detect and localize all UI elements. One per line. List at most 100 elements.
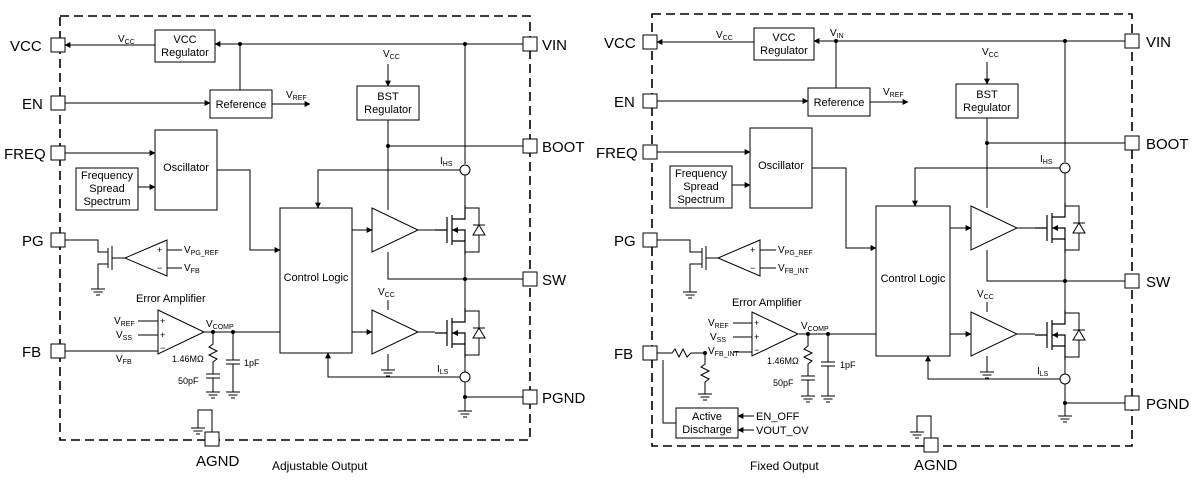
r-reference-label: Reference [814, 97, 865, 109]
pin-en-box [50, 95, 66, 111]
pin-vcc-box [50, 37, 66, 53]
r-bst-regulator-line1: BST [976, 89, 998, 101]
r-bst-regulator-line2: Regulator [963, 102, 1011, 114]
r-sig-vcc-ls-label: VCC [977, 289, 994, 301]
r-pin-freq-label: FREQ [596, 145, 638, 162]
r-pin-agnd-label: AGND [914, 457, 958, 474]
left-ic-boundary [59, 15, 531, 441]
r-sig-vin-label: VIN [830, 28, 844, 40]
en-off-label: EN_OFF [756, 411, 800, 423]
r-pin-vin-box [1124, 33, 1140, 49]
vcc-regulator-line1: VCC [173, 34, 196, 46]
r-high-side-mosfet [1034, 202, 1086, 254]
resistor-label: 1.46MΩ [172, 354, 204, 364]
error-amplifier [157, 309, 206, 355]
left-caption: Adjustable Output [272, 459, 368, 473]
pin-sw-label: SW [542, 272, 567, 289]
pin-freq-box [50, 145, 66, 161]
r-sig-vref-ea-label: VREF [708, 318, 729, 330]
pin-vin-box [522, 36, 538, 52]
r-pin-vcc-label: VCC [604, 35, 636, 52]
pin-pgnd-label: PGND [542, 390, 586, 407]
pin-en-label: EN [22, 96, 43, 113]
r-ils-sense [1059, 373, 1071, 385]
r-sig-vfb-int-label: VFB_INT [778, 263, 810, 275]
r-error-amplifier [751, 311, 800, 357]
r-pin-freq-box [642, 144, 658, 160]
freq-spread-line3: Spectrum [83, 196, 130, 208]
pin-pg-label: PG [22, 233, 44, 250]
high-side-driver [371, 207, 420, 253]
r-error-amplifier-label: Error Amplifier [732, 297, 802, 309]
sig-vref-ea-label: VREF [114, 316, 135, 328]
svg-text:−: − [160, 343, 165, 353]
r-freq-spread-line1: Frequency [675, 168, 727, 180]
control-logic-label: Control Logic [284, 272, 349, 284]
sig-ihs-label: IHS [440, 156, 453, 168]
sig-ils-label: ILS [437, 364, 449, 376]
pin-freq-label: FREQ [4, 146, 46, 163]
svg-text:+: + [754, 318, 759, 328]
sig-vss-label: VSS [116, 330, 132, 342]
r-freq-spread-block [669, 165, 733, 209]
low-side-driver [371, 309, 420, 355]
r-resistor-label: 1.46MΩ [767, 356, 799, 366]
low-side-mosfet [434, 307, 486, 359]
r-vcc-regulator-block [753, 27, 815, 61]
r-ihs-sense [1059, 162, 1071, 174]
sig-vfb-ea-label: VFB [116, 354, 132, 366]
r-pin-pgnd-box [1124, 395, 1140, 411]
active-discharge-line2: Discharge [682, 424, 732, 436]
svg-text:+: + [160, 316, 165, 326]
r-pin-en-box [642, 93, 658, 109]
svg-text:+: + [157, 245, 162, 255]
r-oscillator-block [749, 127, 813, 209]
sig-vref-label: VREF [286, 90, 307, 102]
sig-vcomp-label: VCOMP [206, 319, 234, 331]
reference-label: Reference [216, 99, 267, 111]
adjustable-output-diagram: VCC EN FREQ PG FB VIN BOOT SW PGND AGND … [4, 15, 586, 473]
r-pin-vin-label: VIN [1146, 34, 1171, 51]
r-sig-vcc-label: VCC [716, 30, 733, 42]
ihs-sense [459, 164, 471, 176]
r-pin-fb-label: FB [614, 346, 633, 363]
pin-boot-box [522, 138, 538, 154]
r-oscillator-label: Oscillator [758, 160, 804, 172]
r-pin-agnd-box [923, 437, 939, 453]
right-ic-boundary [651, 13, 1133, 447]
right-caption: Fixed Output [750, 459, 819, 473]
r-sig-vref-label: VREF [883, 87, 904, 99]
oscillator-block [154, 129, 218, 211]
svg-text:−: − [157, 263, 162, 273]
svg-text:+: + [754, 332, 759, 342]
active-discharge-line1: Active [692, 411, 722, 423]
r-sig-ihs-label: IHS [1040, 154, 1053, 166]
r-pin-boot-box [1124, 135, 1140, 151]
sig-vcc-label: VCC [118, 34, 135, 46]
svg-text:+: + [160, 330, 165, 340]
r-pin-vcc-box [642, 34, 658, 50]
freq-spread-line2: Spread [89, 183, 124, 195]
pin-sw-box [522, 271, 538, 287]
r-freq-spread-line2: Spread [683, 181, 718, 193]
r-vcc-regulator-line2: Regulator [760, 45, 808, 57]
vout-ov-label: VOUT_OV [756, 425, 809, 437]
r-sig-vcomp-label: VCOMP [801, 321, 829, 333]
ils-sense [459, 371, 471, 383]
bst-regulator-block [356, 85, 420, 121]
pin-agnd-label: AGND [196, 453, 240, 470]
r-low-side-driver [970, 311, 1019, 357]
pin-fb-label: FB [22, 344, 41, 361]
vcc-regulator-block [154, 29, 216, 63]
r-pg-comparator [716, 239, 761, 277]
pin-pg-box [50, 232, 66, 248]
control-logic-block [279, 207, 353, 354]
r-low-side-mosfet [1034, 309, 1086, 361]
r-pin-fb-box [642, 345, 658, 361]
r-vcc-regulator-line1: VCC [772, 32, 795, 44]
pg-comparator [123, 239, 168, 277]
r-cap-50-label: 50pF [773, 378, 794, 388]
vcc-regulator-line2: Regulator [161, 47, 209, 59]
r-control-logic-block [875, 205, 951, 357]
